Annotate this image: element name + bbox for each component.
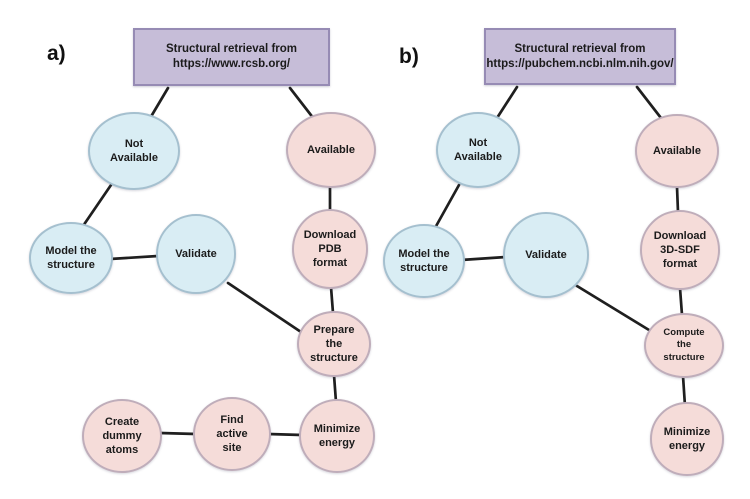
node-model-structure-b-label: Model the structure	[398, 247, 450, 274]
node-available-a: Available	[286, 112, 376, 188]
node-prepare-structure-a: Prepare the structure	[297, 311, 371, 377]
node-minimize-energy-b: Minimize energy	[650, 402, 724, 476]
edge-a-download-to-prepare	[329, 285, 335, 315]
node-available-b-label: Available	[653, 144, 701, 157]
node-not-available-a-label: Not Available	[110, 137, 158, 164]
node-model-structure-a-label: Model the structure	[45, 244, 97, 271]
diagram-b-label: b)	[399, 45, 419, 68]
source-box-a: Structural retrieval from https://www.rc…	[133, 28, 330, 86]
edge-a-source-to-available	[288, 86, 316, 121]
node-minimize-energy-a-label: Minimize energy	[313, 422, 361, 449]
edge-b-compute-to-minimize	[681, 374, 687, 408]
source-box-a-line1: Structural retrieval from	[165, 43, 297, 56]
source-box-b-line1: Structural retrieval from	[514, 42, 646, 55]
node-create-dummy-atoms-a: Create dummy atoms	[82, 399, 162, 473]
node-find-active-site-a-label: Find active site	[216, 413, 248, 455]
node-download-pdb-a: Download PDB format	[292, 209, 368, 289]
node-available-a-label: Available	[307, 143, 355, 156]
diagram-a-label: a)	[47, 42, 66, 65]
node-download-3dsdf-b-label: Download 3D-SDF format	[653, 229, 707, 271]
edge-b-available-to-download	[675, 185, 680, 214]
node-model-structure-a: Model the structure	[29, 222, 113, 294]
source-box-b-line2: https://pubchem.ncbi.nlm.nih.gov/	[486, 57, 674, 70]
node-validate-b: Validate	[503, 212, 589, 298]
edge-b-source-to-not-available	[495, 85, 519, 120]
node-minimize-energy-b-label: Minimize energy	[663, 425, 711, 452]
node-available-b: Available	[635, 114, 719, 188]
edge-a-minimize-to-find	[266, 432, 304, 437]
edge-b-model-to-validate	[459, 255, 508, 262]
node-prepare-structure-a-label: Prepare the structure	[310, 323, 358, 365]
edge-a-validate-to-prepare	[226, 281, 303, 334]
edge-a-not-available-to-model	[81, 183, 113, 228]
edge-b-validate-to-compute	[575, 284, 651, 332]
edge-a-find-to-create	[158, 431, 198, 436]
node-validate-b-label: Validate	[525, 248, 567, 261]
node-not-available-b-label: Not Available	[454, 136, 502, 163]
node-model-structure-b: Model the structure	[383, 224, 465, 298]
edge-b-source-to-available	[635, 85, 663, 120]
source-box-b: Structural retrieval from https://pubche…	[484, 28, 676, 85]
edge-b-not-available-to-model	[433, 183, 461, 230]
node-download-3dsdf-b: Download 3D-SDF format	[640, 210, 720, 290]
edge-a-model-to-validate	[108, 254, 160, 261]
edge-a-prepare-to-minimize	[332, 373, 338, 404]
node-not-available-a: Not Available	[88, 112, 180, 190]
node-validate-a-label: Validate	[175, 247, 217, 260]
node-compute-structure-b-label: Compute the structure	[663, 327, 705, 363]
node-create-dummy-atoms-a-label: Create dummy atoms	[102, 415, 142, 457]
node-compute-structure-b: Compute the structure	[644, 313, 724, 378]
node-minimize-energy-a: Minimize energy	[299, 399, 375, 473]
node-find-active-site-a: Find active site	[193, 397, 271, 471]
source-box-a-line2: https://www.rcsb.org/	[172, 58, 291, 70]
node-not-available-b: Not Available	[436, 112, 520, 188]
edge-b-download-to-compute	[678, 286, 684, 317]
node-validate-a: Validate	[156, 214, 236, 294]
node-download-pdb-a-label: Download PDB format	[303, 228, 357, 270]
